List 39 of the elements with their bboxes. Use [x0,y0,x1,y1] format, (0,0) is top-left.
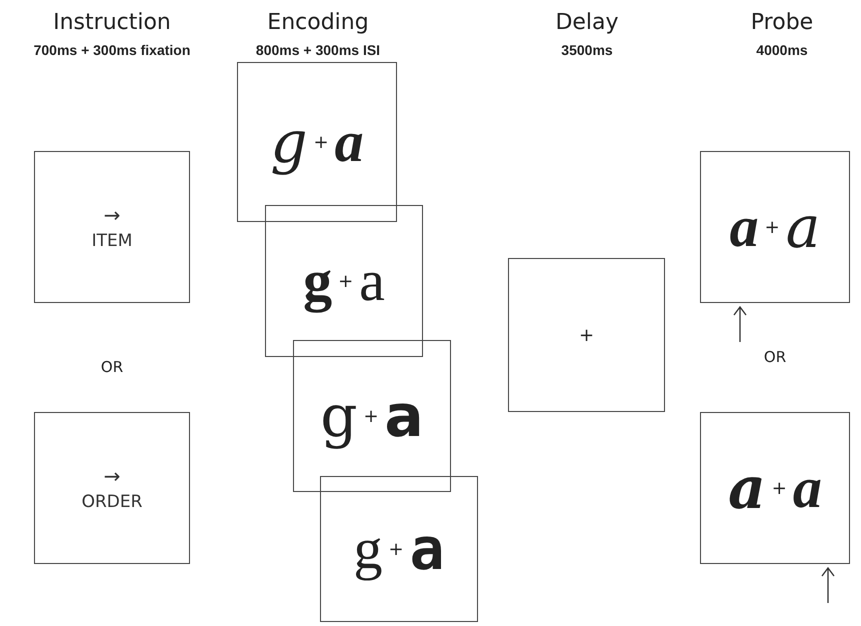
stimulus-screen [265,205,423,357]
instruction-screen [34,151,190,303]
fixation-cross: + [578,324,594,346]
letter: a [792,459,822,517]
cue-arrow: → [104,464,120,488]
letter: g [353,520,382,578]
fixation-cross: + [772,478,787,498]
probe-screen [700,151,850,303]
duration-label: 700ms + 300ms fixation [34,42,190,58]
letter: a [728,459,766,517]
fixation-cross: + [314,132,329,152]
fixation-cross: + [363,406,379,426]
cue-word: ORDER [82,492,142,512]
or-label: OR [100,358,124,376]
column-heading: Encoding [267,10,369,35]
letter: a [730,198,759,256]
duration-label: 800ms + 300ms ISI [256,42,380,58]
probe-screen [700,412,850,564]
fixation-cross: + [338,270,354,292]
letter: a [410,520,444,578]
stimulus-screen [237,62,397,222]
instruction-screen [34,412,190,564]
duration-label: 4000ms [756,42,808,58]
letter: a [334,113,364,171]
stimulus-screen [293,340,451,492]
letter: a [359,252,385,310]
column-heading: Instruction [53,10,171,35]
letter: a [786,198,820,256]
column-heading: Delay [555,10,619,35]
column-heading: Probe [750,10,814,35]
fixation-cross: + [388,538,404,560]
cue-word: ITEM [92,231,132,251]
or-label: OR [764,348,786,366]
cue-arrow: → [104,203,120,227]
fixation-cross: + [764,216,780,238]
fixation-screen [508,258,665,412]
duration-label: 3500ms [561,42,613,58]
stimulus-screen [320,476,478,622]
letter: a [384,387,424,445]
